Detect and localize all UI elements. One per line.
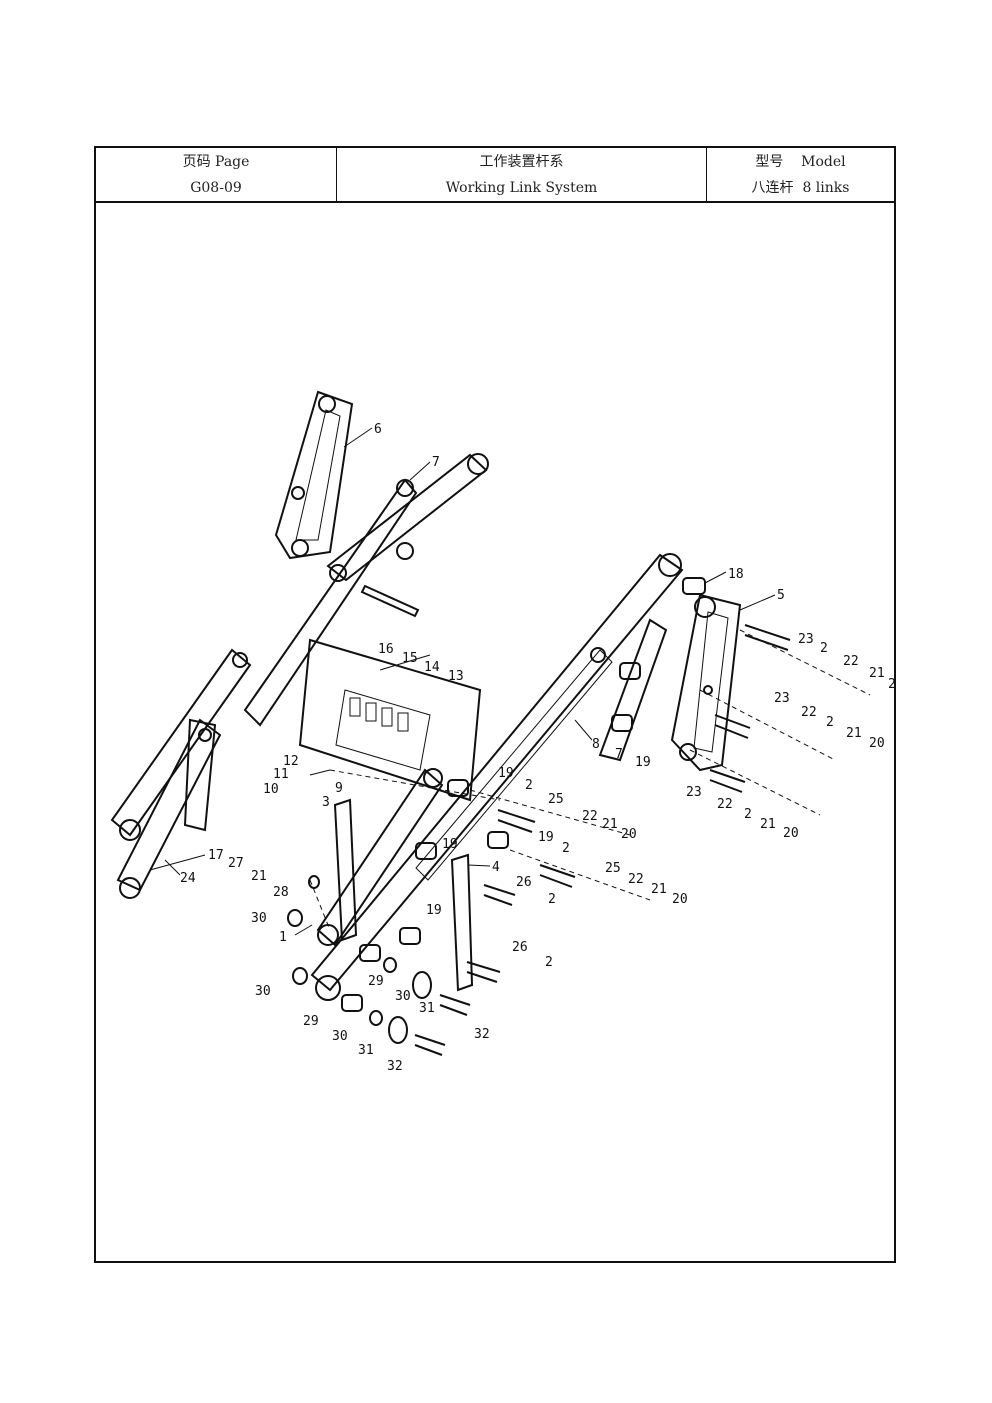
- callout-label: 20: [672, 892, 688, 907]
- callout-label: 16: [378, 642, 394, 657]
- frame-tube-9: [298, 638, 482, 802]
- callout-labels: 6 7 18 5 2 23 22 21 2 16 15 14 13 23 22 …: [180, 422, 896, 1074]
- callout-label: 19: [538, 830, 554, 845]
- pins: [414, 624, 791, 1056]
- drawing-sheet: 页码 Page G08-09 工作装置杆系 Working Link Syste…: [94, 146, 896, 1263]
- washers: [287, 875, 432, 1044]
- callout-label: 1: [279, 930, 287, 945]
- callout-label: 2: [562, 841, 570, 856]
- callout-label: 27: [228, 856, 244, 871]
- model-value: 八连杆 8 links: [751, 179, 850, 196]
- callout-label: 14: [424, 660, 440, 675]
- callout-label: 10: [263, 782, 279, 797]
- title-en: Working Link System: [445, 179, 598, 196]
- callout-label: 2: [548, 892, 556, 907]
- callout-label: 24: [180, 871, 196, 886]
- callout-label: 7: [432, 455, 440, 470]
- leader-lines: [149, 427, 776, 936]
- callout-label: 31: [358, 1043, 374, 1058]
- callout-label: 15: [402, 651, 418, 666]
- callout-label: 4: [492, 860, 500, 875]
- callout-label: 21: [760, 817, 776, 832]
- callout-label: 26: [512, 940, 528, 955]
- callout-label: 13: [448, 669, 464, 684]
- callout-label: 25: [605, 861, 621, 876]
- upper-arm-7: [243, 453, 489, 727]
- callout-label: 23: [774, 691, 790, 706]
- boom-8: [310, 553, 684, 1001]
- callout-label: 29: [303, 1014, 319, 1029]
- callout-label: 22: [582, 809, 598, 824]
- callout-label: 23: [798, 632, 814, 647]
- callout-label: 21: [869, 666, 885, 681]
- bellcrank-5: [670, 593, 742, 772]
- callout-label: 31: [419, 1001, 435, 1016]
- callout-label: 21: [602, 817, 618, 832]
- callout-label: 28: [273, 885, 289, 900]
- callout-label: 2: [525, 778, 533, 793]
- parts-linework: [110, 390, 871, 1056]
- callout-label: 2: [744, 807, 752, 822]
- callout-label: 7: [615, 747, 623, 762]
- callout-label: 19: [635, 755, 651, 770]
- callout-label: 3: [322, 795, 330, 810]
- cross-shaft: [360, 584, 420, 618]
- model-cell: 型号 Model 八连杆 8 links: [707, 148, 894, 201]
- model-label: 型号 Model: [755, 153, 846, 170]
- callout-label: 22: [843, 654, 859, 669]
- callout-label: 22: [717, 797, 733, 812]
- callout-label: 30: [332, 1029, 348, 1044]
- bushings: [341, 577, 706, 1012]
- callout-label: 25: [548, 792, 564, 807]
- callout-label: 29: [368, 974, 384, 989]
- callout-label: 22: [628, 872, 644, 887]
- callout-label: 2: [888, 677, 896, 692]
- callout-label: 19: [426, 903, 442, 918]
- callout-label: 22: [801, 705, 817, 720]
- page-number: G08-09: [190, 179, 242, 196]
- title-block: 页码 Page G08-09 工作装置杆系 Working Link Syste…: [96, 148, 894, 203]
- rocker-link-6: [274, 390, 354, 560]
- title-cell: 工作装置杆系 Working Link System: [337, 148, 707, 201]
- callout-label: 6: [374, 422, 382, 437]
- callout-label: 9: [335, 781, 343, 796]
- callout-label: 2: [826, 715, 834, 730]
- callout-label: 11: [273, 767, 289, 782]
- callout-label: 5: [777, 588, 785, 603]
- callout-label: 19: [442, 837, 458, 852]
- callout-label: 21: [251, 869, 267, 884]
- callout-label: 30: [395, 989, 411, 1004]
- callout-label: 20: [783, 826, 799, 841]
- callout-label: 30: [255, 984, 271, 999]
- callout-label: 12: [283, 754, 299, 769]
- callout-label: 2: [545, 955, 553, 970]
- callout-label: 8: [592, 737, 600, 752]
- callout-label: 32: [474, 1027, 490, 1042]
- callout-label: 32: [387, 1059, 403, 1074]
- callout-label: 2: [820, 641, 828, 656]
- callout-label: 19: [498, 766, 514, 781]
- callout-label: 30: [251, 911, 267, 926]
- callout-label: 23: [686, 785, 702, 800]
- callout-label: 20: [869, 736, 885, 751]
- plate-4: [450, 853, 474, 992]
- title-cn: 工作装置杆系: [479, 153, 564, 170]
- page-cell: 页码 Page G08-09: [96, 148, 337, 201]
- left-arm-assembly: [110, 648, 252, 899]
- page-label: 页码 Page: [182, 153, 250, 170]
- callout-label: 18: [728, 567, 744, 582]
- plate-3: [333, 798, 358, 942]
- callout-label: 26: [516, 875, 532, 890]
- callout-label: 20: [621, 827, 637, 842]
- callout-label: 21: [846, 726, 862, 741]
- callout-label: 17: [208, 848, 224, 863]
- link-7-right: [598, 618, 668, 762]
- callout-label: 21: [651, 882, 667, 897]
- assembly-lines: [309, 629, 871, 931]
